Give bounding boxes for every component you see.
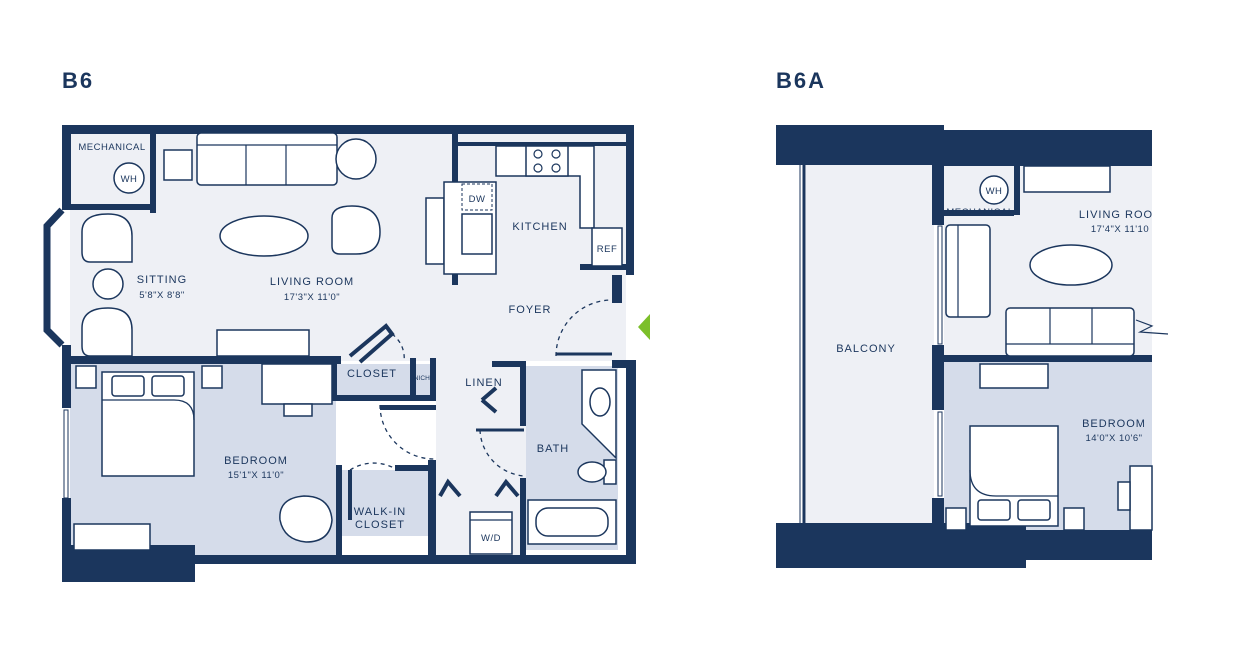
bedroom-window-b6a: [937, 411, 943, 497]
armchair: [331, 205, 381, 255]
pillow-left: [111, 375, 145, 397]
bath-sink: [589, 387, 611, 417]
dishwasher: [461, 183, 493, 211]
label-walk-in-closet: CLOSET: [355, 519, 405, 531]
label-living-room: LIVING ROOM: [270, 276, 354, 288]
plan-title-b6: B6: [62, 68, 95, 93]
bed: [101, 371, 195, 477]
label-closet: CLOSET: [347, 368, 397, 380]
range: [525, 145, 569, 177]
media-console-b6a: [1023, 165, 1111, 193]
floor-closet: [336, 364, 436, 398]
bar-stools: [425, 197, 445, 265]
break-mark: [1135, 319, 1169, 335]
closet-door-swing: [391, 333, 405, 363]
pillow-right: [151, 375, 185, 397]
sitting-chair-1: [81, 213, 133, 263]
label-wh: WH: [121, 174, 138, 185]
media-console: [216, 329, 310, 357]
bedroom-window: [63, 409, 69, 499]
entry-marker: [638, 314, 650, 340]
toilet: [577, 461, 607, 483]
label-living-room-size-b6a: 17'4"X 11'10: [1091, 224, 1149, 235]
label-living-room-size: 17'3"X 11'0": [284, 292, 340, 303]
label-mechanical: MECHANICAL: [78, 142, 145, 153]
walls-b6a: [776, 125, 1152, 568]
label-mechanical-b6a: MECHANICAL: [946, 207, 1013, 218]
label-foyer: FOYER: [509, 304, 552, 316]
desk-chair: [283, 403, 313, 417]
nightstand-right: [201, 365, 223, 389]
floor-balcony: [806, 165, 934, 523]
closet-door: [348, 323, 395, 364]
walk-in-door-swing: [349, 462, 395, 471]
label-living-room-b6a: LIVING ROO: [1079, 209, 1153, 221]
plan-b6a: BALCONY WH MECHANICAL LIVING ROO 17'4"X …: [776, 125, 1169, 568]
walls-b6: [62, 125, 636, 582]
living-window-b6a: [937, 225, 943, 345]
label-bedroom-b6a: BEDROOM: [1082, 418, 1146, 430]
desk-chair-b6a: [1117, 481, 1131, 511]
label-walk-in: WALK-IN: [354, 506, 406, 518]
label-kitchen: KITCHEN: [512, 221, 567, 233]
water-heater: [113, 162, 145, 194]
label-bedroom-size-b6a: 14'0"X 10'6": [1085, 433, 1142, 444]
laundry-door-left: [438, 478, 462, 498]
label-balcony: BALCONY: [836, 343, 896, 355]
label-wd: W/D: [481, 533, 501, 544]
washer-dryer: [469, 511, 513, 555]
label-niche: NICHE: [414, 375, 435, 382]
desk-b6a: [1129, 465, 1153, 531]
dresser-b6a: [979, 363, 1049, 389]
plan-title-b6a: B6A: [776, 68, 827, 93]
refrigerator: [591, 227, 623, 267]
sofa: [196, 132, 338, 186]
label-bedroom: BEDROOM: [224, 455, 288, 467]
nightstand-left-b6a: [945, 507, 967, 531]
nightstand-right-b6a: [1063, 507, 1085, 531]
water-heater-b6a: [979, 175, 1009, 205]
label-bedroom-size: 15'1"X 11'0": [228, 470, 284, 481]
bedroom-armchair: [279, 495, 333, 543]
counter: [495, 145, 595, 229]
label-ref: REF: [597, 244, 618, 255]
desk: [261, 363, 333, 405]
end-table: [163, 149, 193, 181]
dresser: [73, 523, 151, 551]
sitting-chair-2: [81, 307, 133, 357]
coffee-table: [219, 215, 309, 257]
label-linen: LINEN: [465, 377, 502, 389]
floor-walk-in-closet: [342, 470, 428, 536]
bath-door-swing: [479, 429, 525, 477]
plan-b6: MECHANICAL WH SITTING 5'8"X 8'8" LIVING …: [43, 125, 650, 582]
kitchen-sink: [461, 213, 493, 255]
tub-basin: [535, 507, 609, 537]
bay-window: [43, 207, 65, 348]
label-sitting: SITTING: [137, 274, 187, 286]
label-dw: DW: [469, 194, 486, 205]
pillow-right-b6a: [1017, 499, 1051, 521]
sitting-table: [92, 268, 124, 300]
label-wh-b6a: WH: [986, 186, 1003, 197]
label-bath: BATH: [537, 443, 570, 455]
pillow-left-b6a: [977, 499, 1011, 521]
side-table: [335, 138, 377, 180]
label-sitting-size: 5'8"X 8'8": [139, 290, 184, 301]
loveseat-b6a: [945, 224, 991, 318]
laundry-door-right: [494, 478, 520, 498]
sofa-b6a: [1005, 307, 1135, 357]
nightstand-left: [75, 365, 97, 389]
bedroom-door-swing: [379, 404, 435, 460]
linen-door: [480, 386, 498, 414]
entry-door-swing: [555, 299, 613, 357]
coffee-table-b6a: [1029, 244, 1113, 286]
